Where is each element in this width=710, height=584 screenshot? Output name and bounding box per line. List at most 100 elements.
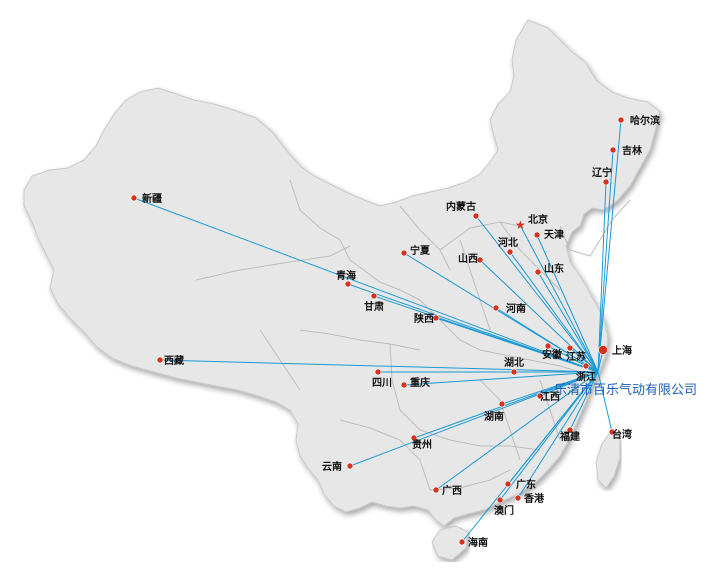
city-label-city-13: 陕西: [414, 312, 434, 325]
province-borders: [195, 179, 631, 491]
route-line-city-3: [519, 224, 599, 373]
city-label-city-27: 贵州: [412, 438, 432, 451]
route-line-city-11: [347, 283, 599, 373]
city-dot-city-2[interactable]: [602, 178, 610, 186]
city-label-city-23: 江西: [540, 390, 560, 403]
city-dot-city-7[interactable]: [476, 256, 484, 264]
city-label-city-17: 江苏: [566, 350, 586, 363]
city-dot-city-10[interactable]: [130, 194, 138, 202]
city-label-city-4: 天津: [544, 228, 564, 241]
city-dot-city-28[interactable]: [346, 462, 354, 470]
city-dot-city-19[interactable]: [510, 368, 518, 376]
city-dot-city-11[interactable]: [344, 280, 352, 288]
city-dot-city-31[interactable]: [514, 494, 522, 502]
route-line-city-28: [349, 371, 599, 467]
city-label-city-15: 西藏: [164, 354, 184, 367]
route-line-city-15: [159, 359, 599, 373]
route-line-city-4: [536, 234, 599, 373]
city-labels: 哈尔滨吉林辽宁北京天津 内蒙古河北山西山东 宁夏 新疆青海甘肃陕西 河南西藏 安徽江苏 上海…: [142, 114, 660, 549]
route-lines: [133, 119, 622, 543]
city-label-city-14: 河南: [506, 302, 526, 315]
city-dot-city-21[interactable]: [374, 368, 382, 376]
city-dots: ★: [130, 116, 625, 546]
city-label-city-22: 重庆: [410, 376, 430, 389]
route-line-city-2: [597, 181, 607, 373]
city-label-city-16: 安徽: [542, 348, 563, 361]
city-label-city-10: 新疆: [142, 192, 162, 205]
city-dot-city-15[interactable]: [156, 356, 164, 364]
route-line-city-10: [133, 197, 599, 373]
route-line-city-8: [537, 271, 599, 373]
city-label-city-30: 广东: [516, 478, 536, 491]
route-line-city-6: [509, 251, 599, 373]
city-dot-city-14[interactable]: [492, 304, 500, 312]
city-label-city-28: 云南: [322, 460, 342, 473]
china-mainland-shape: [23, 19, 661, 527]
city-dot-city-22[interactable]: [400, 381, 408, 389]
city-dot-city-27[interactable]: [410, 434, 418, 442]
city-label-city-5: 内蒙古: [446, 200, 476, 213]
city-label-city-31: 香港: [524, 492, 545, 505]
city-label-city-3: 北京: [528, 213, 548, 226]
city-dot-city-29[interactable]: [432, 486, 440, 494]
city-label-city-25: 福建: [559, 430, 581, 443]
city-dot-city-24[interactable]: [498, 400, 506, 408]
city-label-city-18: 上海: [612, 344, 632, 357]
route-line-city-32: [499, 371, 599, 501]
city-label-city-33: 海南: [468, 536, 488, 549]
city-dot-city-6[interactable]: [506, 248, 514, 256]
city-label-city-2: 辽宁: [592, 166, 612, 179]
city-label-city-32: 澳门: [494, 504, 514, 517]
city-dot-city-0[interactable]: [617, 116, 625, 124]
city-dot-city-26[interactable]: [608, 428, 616, 436]
route-line-city-25: [569, 371, 599, 431]
route-line-city-7: [479, 259, 599, 373]
route-line-city-29: [435, 371, 599, 491]
city-dot-city-16[interactable]: [544, 342, 552, 350]
city-label-city-8: 山东: [544, 262, 564, 275]
city-dot-city-17[interactable]: [566, 344, 574, 352]
route-line-city-1: [597, 149, 614, 373]
city-label-city-20: 浙江: [576, 370, 596, 383]
city-label-city-21: 四川: [372, 377, 392, 389]
city-dot-city-5[interactable]: [472, 212, 480, 220]
city-dot-city-33[interactable]: [458, 538, 466, 546]
city-dot-city-20[interactable]: [582, 362, 590, 370]
route-line-city-31: [517, 371, 599, 499]
city-dot-city-13[interactable]: [432, 314, 440, 322]
city-dot-city-12[interactable]: [370, 292, 378, 300]
city-dot-city-1[interactable]: [609, 146, 617, 154]
route-line-city-13: [435, 317, 599, 373]
company-name: 乐清市百乐气动有限公司: [554, 382, 697, 398]
city-label-city-0: 哈尔滨: [630, 114, 660, 127]
city-label-city-19: 湖北: [504, 356, 524, 369]
city-dot-city-32[interactable]: [496, 496, 504, 504]
hainan-shape: [431, 525, 469, 561]
route-line-city-26: [597, 371, 613, 433]
city-dot-city-4[interactable]: [533, 231, 541, 239]
city-dot-city-8[interactable]: [534, 268, 542, 276]
route-line-city-33: [461, 371, 599, 543]
city-label-city-11: 青海: [336, 269, 356, 282]
city-dot-city-9[interactable]: [400, 249, 408, 257]
city-label-city-26: 台湾: [612, 428, 632, 441]
capital-star-icon: ★: [515, 218, 526, 232]
city-label-city-7: 山西: [458, 252, 478, 265]
city-label-city-6: 河北: [498, 236, 518, 249]
route-line-city-5: [475, 215, 599, 373]
city-label-city-24: 湖南: [484, 410, 504, 423]
city-dot-city-30[interactable]: [504, 480, 512, 488]
route-line-city-22: [403, 371, 599, 386]
city-label-city-1: 吉林: [622, 144, 643, 157]
city-label-city-12: 甘肃: [364, 300, 384, 313]
city-dot-city-25[interactable]: [566, 426, 574, 434]
route-line-city-14: [495, 307, 599, 373]
city-label-city-9: 宁夏: [410, 244, 431, 257]
route-line-city-0: [597, 119, 622, 373]
route-line-city-27: [413, 371, 599, 439]
city-dot-city-23[interactable]: [536, 392, 544, 400]
city-dot-city-18[interactable]: [598, 345, 608, 355]
taiwan-shape: [595, 429, 621, 489]
